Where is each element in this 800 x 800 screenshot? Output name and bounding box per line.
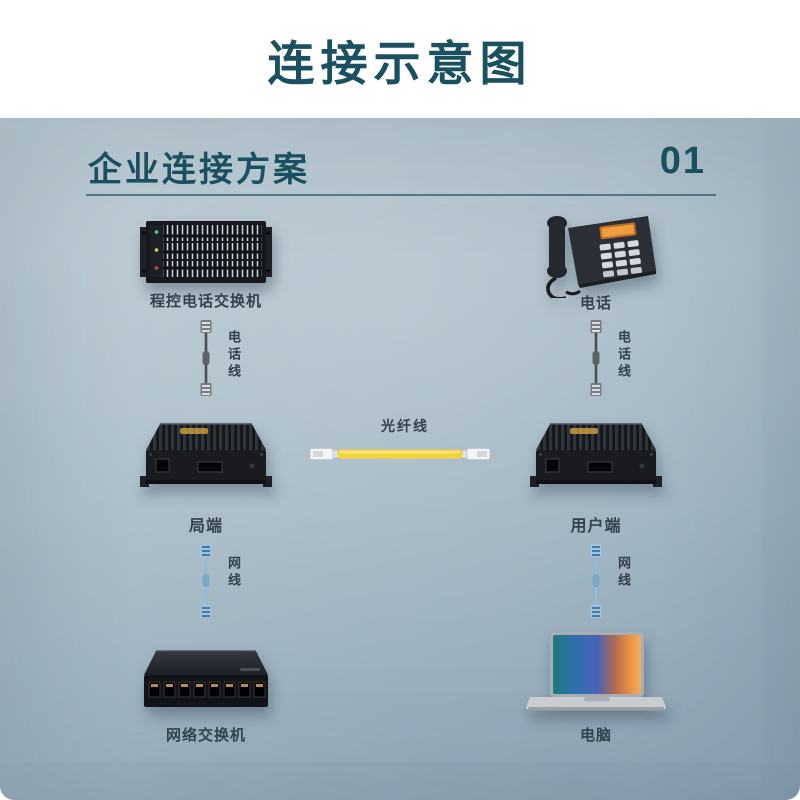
- page-header: 连接示意图: [0, 0, 800, 118]
- pbx-label: 程控电话交换机: [149, 293, 262, 310]
- converter-user-icon: [530, 416, 662, 498]
- net-cable-right-icon: [586, 544, 606, 618]
- diagram-panel: 企业连接方案 01: [0, 118, 800, 800]
- converter-user-label: 用户端: [570, 518, 622, 535]
- section-divider: [86, 194, 716, 196]
- fiber-cable-icon: [310, 442, 490, 466]
- network-switch-label: 网络交换机: [165, 727, 246, 744]
- phone-cable-left-icon: [196, 320, 216, 396]
- desk-phone-icon: [536, 212, 660, 298]
- fiber-cable-label: 光纤线: [381, 418, 429, 434]
- section-number: 01: [659, 140, 706, 182]
- converter-office-icon: [140, 416, 272, 498]
- net-cable-left-icon: [196, 544, 216, 618]
- pbx-device-icon: [140, 220, 272, 284]
- converter-office-label: 局端: [188, 518, 223, 535]
- laptop-label: 电脑: [579, 727, 612, 744]
- phone-cable-left-label: 电话线: [226, 330, 241, 381]
- page-title: 连接示意图: [267, 36, 533, 90]
- net-cable-right-label: 网线: [616, 556, 631, 590]
- phone-cable-right-label: 电话线: [616, 330, 631, 381]
- section-heading: 企业连接方案: [88, 151, 310, 189]
- phone-label: 电话: [579, 295, 612, 312]
- network-switch-icon: [140, 646, 272, 714]
- phone-cable-right-icon: [586, 320, 606, 396]
- laptop-icon: [526, 632, 666, 718]
- net-cable-left-label: 网线: [226, 556, 241, 590]
